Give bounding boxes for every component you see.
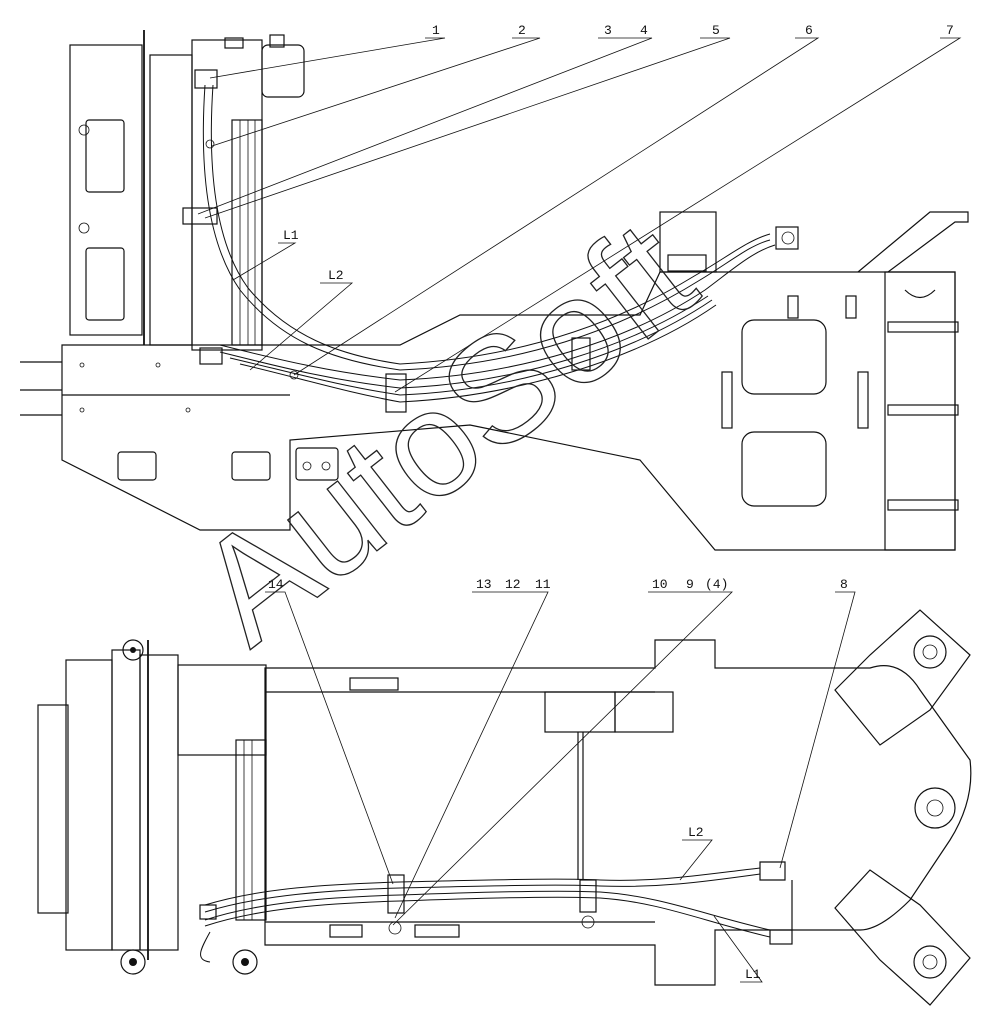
- clamp-plan-left: [387, 874, 405, 914]
- hose-label-l1-bottom: L1: [745, 967, 761, 982]
- radiator-shroud: [149, 54, 193, 346]
- callout-12: 12: [505, 577, 521, 592]
- hinge-lower: [85, 247, 125, 321]
- callout-10: 10: [652, 577, 668, 592]
- hinge-upper: [85, 119, 125, 193]
- callout-labels: 1 2 3 4 5 6 7 L1 L2 14 13 12 11 10 9 (4)…: [268, 23, 954, 982]
- callout-13: 13: [476, 577, 492, 592]
- callout-4-repeat: (4): [705, 577, 728, 592]
- callout-2: 2: [518, 23, 526, 38]
- callout-4: 4: [640, 23, 648, 38]
- elbow-fitting: [775, 226, 799, 250]
- hose-label-l1-top: L1: [283, 228, 299, 243]
- plan-view: [37, 609, 972, 1006]
- clamp-7: [571, 337, 591, 371]
- clamp-6: [385, 373, 407, 413]
- hose-label-l2-top: L2: [328, 268, 344, 283]
- callout-3: 3: [604, 23, 612, 38]
- side-elevation-view: [20, 30, 969, 551]
- callout-5: 5: [712, 23, 720, 38]
- hose-label-l2-bottom: L2: [688, 825, 704, 840]
- callout-7: 7: [946, 23, 954, 38]
- callout-8: 8: [840, 577, 848, 592]
- chassis-outline: [264, 639, 972, 986]
- frame-window-lower: [741, 431, 827, 507]
- watermark: AutoSoft: [166, 189, 723, 676]
- clamp-3: [182, 207, 218, 225]
- expansion-tank: [261, 44, 305, 98]
- main-frame: [61, 271, 956, 551]
- tank-plan: [177, 664, 267, 756]
- fan-guard: [37, 704, 69, 914]
- clamp-plan-right: [579, 879, 597, 913]
- callout-14: 14: [268, 577, 284, 592]
- rear-panel: [69, 44, 143, 336]
- callout-9: 9: [686, 577, 694, 592]
- lug-top-plan: [834, 609, 971, 746]
- frame-tower: [659, 211, 717, 273]
- callout-11: 11: [535, 577, 551, 592]
- frame-window-upper: [741, 319, 827, 395]
- callout-1: 1: [432, 23, 440, 38]
- radiator-frame-plan: [65, 659, 113, 951]
- fitting-1: [194, 69, 218, 89]
- callout-6: 6: [805, 23, 813, 38]
- lug-bottom-plan: [834, 869, 971, 1006]
- engine-mount-left: [117, 451, 157, 481]
- leader-lines: [197, 37, 962, 983]
- engine-mount-right: [231, 451, 271, 481]
